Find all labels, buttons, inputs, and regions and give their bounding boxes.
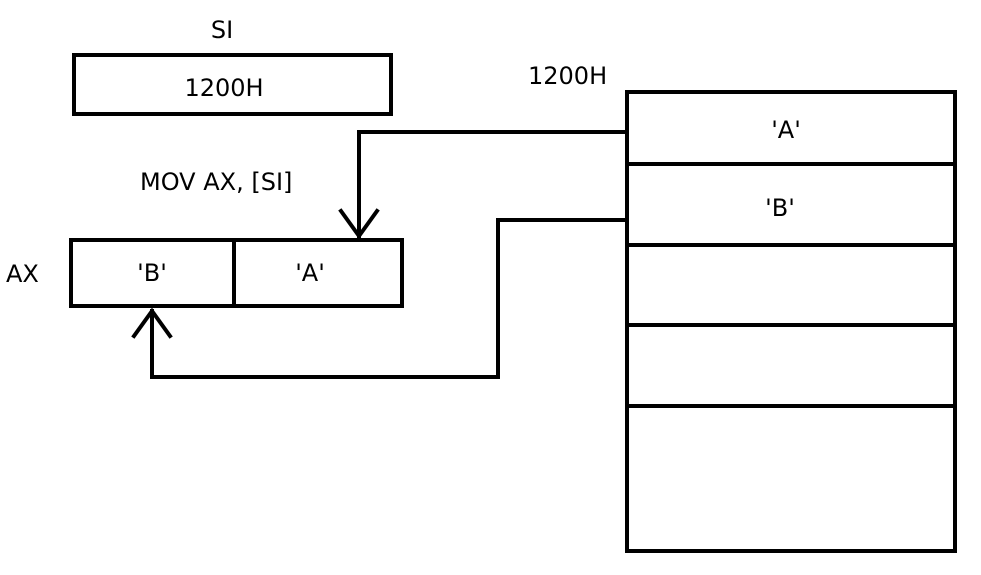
memory-block: 1200H 'A' 'B': [528, 62, 957, 553]
si-register: SI 1200H: [72, 16, 393, 116]
instruction-text: MOV AX, [SI]: [140, 168, 292, 196]
arrow-a-to-ax-low: [338, 130, 629, 240]
arrowhead-down-icon: [338, 208, 380, 240]
connector-line: [357, 130, 629, 238]
si-label: SI: [211, 16, 233, 44]
memory-cell-1: 'B': [765, 194, 795, 222]
connector-line: [150, 218, 629, 379]
memory-outline: [625, 90, 957, 553]
ax-register: AX 'B' 'A': [6, 238, 404, 308]
ax-label: AX: [6, 260, 39, 288]
si-box: [72, 53, 393, 116]
arrowhead-up-icon: [131, 307, 173, 339]
ax-low-byte: 'A': [295, 259, 325, 287]
ax-box: [69, 238, 404, 308]
memory-address-label: 1200H: [528, 62, 607, 90]
ax-high-byte: 'B': [137, 259, 167, 287]
memory-cell-0: 'A': [771, 116, 801, 144]
arrow-b-to-ax-high: [131, 218, 629, 379]
si-value: 1200H: [184, 74, 263, 102]
